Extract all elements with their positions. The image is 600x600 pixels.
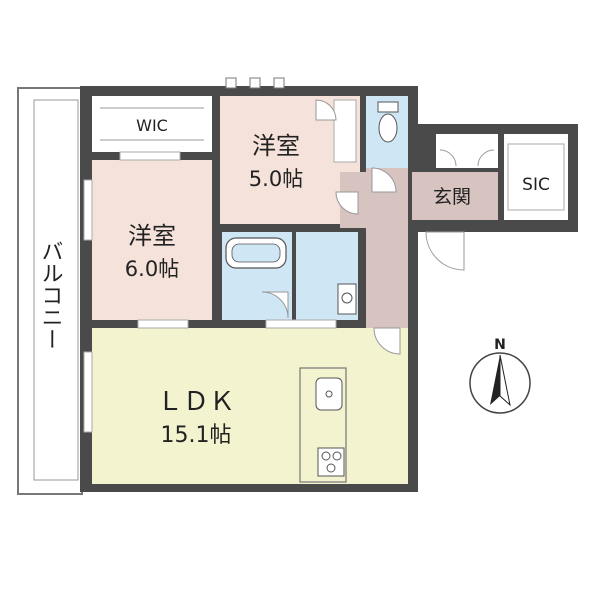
bedroom-north-door-swing xyxy=(335,191,359,215)
bath-door-swing xyxy=(261,291,289,319)
sic-label: SIC xyxy=(522,175,550,195)
kitchen-sink-icon xyxy=(315,377,343,411)
wic-label: WIC xyxy=(136,116,168,135)
stove-icon xyxy=(317,447,345,477)
ldk-size: 15.1帖 xyxy=(161,423,232,448)
bedroom-north-window-3 xyxy=(273,77,285,89)
washbasin-icon xyxy=(337,283,357,315)
bedroom-north-closet xyxy=(333,99,357,163)
wash-door xyxy=(265,319,337,329)
bedroom-west-window xyxy=(83,179,93,241)
balcony-inner-line xyxy=(33,99,79,481)
toilet-door-swing xyxy=(371,167,397,193)
hallway xyxy=(366,168,408,328)
ldk-door-swing xyxy=(373,327,401,355)
bathtub-icon xyxy=(225,237,287,269)
bedroom-north-hall-door-swing xyxy=(315,99,337,121)
toilet-icon xyxy=(377,101,399,143)
sic-rail xyxy=(507,143,565,211)
ldk-name: ＬＤＫ xyxy=(157,387,235,417)
wic-door xyxy=(119,151,181,161)
entrance-label: 玄関 xyxy=(433,186,471,208)
bedroom-north-window xyxy=(225,77,237,89)
bedroom-north-name: 洋室 xyxy=(252,132,300,160)
bedroom-north-window-2 xyxy=(249,77,261,89)
bedroom-west-name: 洋室 xyxy=(128,222,176,250)
entrance-room xyxy=(412,172,498,220)
closet-door-right xyxy=(477,149,495,167)
compass-icon: N xyxy=(469,337,531,414)
compass-label: N xyxy=(494,337,506,353)
front-door-swing xyxy=(425,231,465,271)
closet-door-left xyxy=(439,149,457,167)
wic-room xyxy=(92,96,212,152)
balcony xyxy=(17,87,83,495)
bedroom-west-size: 6.0帖 xyxy=(125,257,179,281)
bedroom-west-door xyxy=(137,319,189,329)
ldk-window xyxy=(83,351,93,433)
sic-room xyxy=(504,134,568,220)
bedroom-north-size: 5.0帖 xyxy=(249,167,303,191)
bedroom-west-room xyxy=(92,160,212,320)
balcony-label: バルコニー xyxy=(38,240,63,350)
ldk-room xyxy=(92,328,408,484)
